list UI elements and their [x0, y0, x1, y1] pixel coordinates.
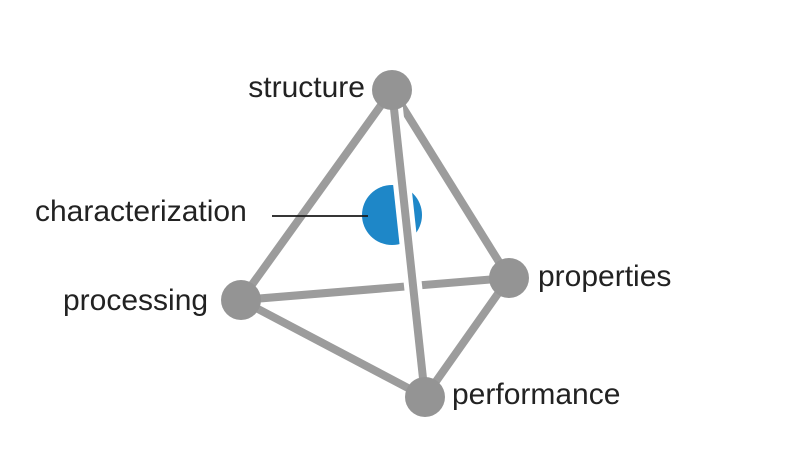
structure-node: [372, 70, 412, 110]
node-label-processing: processing: [63, 284, 209, 317]
edge-processing-performance: [239, 296, 427, 401]
edge-structure-performance: [388, 89, 429, 398]
edge-structure-properties: [388, 87, 513, 281]
edge-properties-performance: [421, 275, 513, 400]
processing-node: [221, 280, 261, 320]
node-label-performance: performance: [452, 378, 621, 411]
properties-node: [489, 258, 529, 298]
node-label-characterization: characterization: [35, 195, 247, 228]
edge-structure-processing: [237, 87, 396, 303]
performance-node: [405, 377, 445, 417]
edge-processing-properties: [240, 274, 510, 304]
node-label-properties: properties: [538, 260, 672, 293]
node-label-structure: structure: [248, 71, 365, 104]
